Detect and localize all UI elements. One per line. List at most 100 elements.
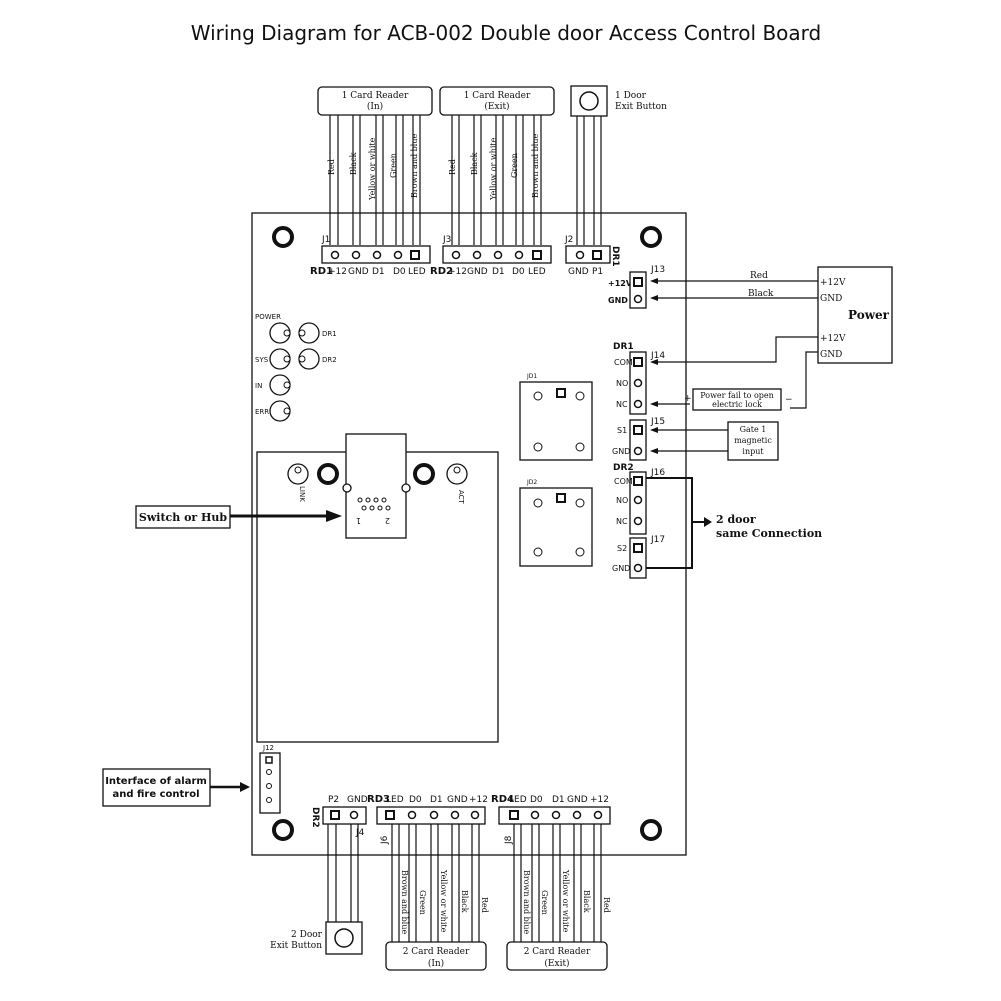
svg-text:DR1: DR1 (322, 330, 337, 338)
svg-text:GND: GND (612, 447, 630, 456)
svg-text:Gate 1: Gate 1 (740, 425, 767, 434)
connector-j4: P2 GND DR2 J4 (310, 795, 368, 838)
svg-text:Brown and blue: Brown and blue (400, 870, 409, 934)
svg-text:GND: GND (608, 296, 628, 305)
svg-text:J15: J15 (650, 417, 665, 427)
network-module: 1 2 LINK ACT (256, 433, 499, 743)
svg-text:Red: Red (448, 159, 457, 175)
svg-text:2 Card Reader: 2 Card Reader (524, 947, 591, 957)
svg-text:+12: +12 (448, 267, 467, 277)
svg-text:electric lock: electric lock (712, 400, 762, 409)
svg-text:J8: J8 (504, 835, 514, 845)
svg-text:NC: NC (616, 517, 628, 526)
svg-text:POWER: POWER (255, 313, 281, 321)
door-1-exit-button: 1 Door Exit Button (570, 85, 667, 117)
top-reader-wires (329, 115, 602, 245)
svg-text:RD4: RD4 (491, 794, 514, 805)
connector-j2: J2 DR1 GND P1 (564, 235, 620, 277)
svg-text:DR2: DR2 (310, 807, 320, 828)
relay-jd1: JD1 (519, 373, 593, 461)
svg-text:Green: Green (418, 890, 427, 915)
svg-text:GND: GND (612, 564, 630, 573)
svg-text:LED: LED (509, 795, 527, 805)
svg-text:2 door: 2 door (716, 513, 756, 526)
page-title: Wiring Diagram for ACB-002 Double door A… (191, 21, 821, 45)
svg-text:RD2: RD2 (430, 266, 453, 277)
svg-text:Green: Green (510, 153, 519, 178)
svg-text:GND: GND (567, 795, 588, 805)
svg-text:Black: Black (349, 152, 358, 175)
svg-text:S2: S2 (617, 544, 627, 553)
svg-text:Red: Red (327, 159, 336, 175)
svg-text:SYS: SYS (255, 356, 269, 364)
svg-text:J14: J14 (650, 351, 665, 361)
svg-text:Yellow or white: Yellow or white (561, 869, 570, 933)
svg-text:Black: Black (748, 289, 774, 299)
alarm-fire-interface: Interface of alarm and fire control (102, 768, 250, 807)
svg-text:J1: J1 (321, 235, 330, 245)
svg-text:D0: D0 (512, 267, 525, 277)
svg-text:Exit Button: Exit Button (270, 941, 322, 951)
svg-text:J17: J17 (650, 535, 665, 545)
connector-j13: +12V GND J13 (608, 265, 665, 309)
svg-text:NC: NC (616, 400, 628, 409)
svg-text:ACT: ACT (457, 490, 465, 505)
svg-text:D1: D1 (430, 795, 443, 805)
svg-text:(In): (In) (428, 958, 444, 969)
connector-j3: J3 RD2 +12 GND D1 D0 LED (430, 235, 552, 277)
svg-text:+12: +12 (328, 267, 347, 277)
svg-text:DR1: DR1 (613, 342, 634, 352)
svg-text:Red: Red (750, 271, 768, 281)
svg-text:GND: GND (347, 795, 368, 805)
svg-text:GND: GND (820, 350, 842, 360)
svg-text:(Exit): (Exit) (484, 101, 509, 112)
svg-text:D0: D0 (393, 267, 406, 277)
svg-text:Green: Green (389, 153, 398, 178)
svg-text:Exit Button: Exit Button (615, 102, 667, 112)
svg-text:S1: S1 (617, 426, 627, 435)
connector-j15: S1 GND J15 (612, 417, 665, 461)
svg-text:(Exit): (Exit) (544, 958, 569, 969)
svg-text:2 Door: 2 Door (291, 930, 323, 940)
svg-text:and fire control: and fire control (112, 789, 199, 800)
svg-text:+12: +12 (590, 795, 609, 805)
svg-text:(In): (In) (367, 101, 383, 112)
svg-text:Interface of alarm: Interface of alarm (105, 776, 207, 787)
bottom-wires (327, 824, 602, 942)
svg-text:1 Card Reader: 1 Card Reader (464, 91, 531, 101)
power-fail-note: + Power fail to open electric lock − (650, 388, 793, 411)
connector-j8: RD4 LED D0 D1 GND +12 J8 (491, 794, 611, 845)
svg-text:same Connection: same Connection (716, 527, 822, 540)
connector-j17: S2 GND J17 (612, 535, 665, 579)
svg-text:J4: J4 (355, 828, 365, 838)
svg-text:+12V: +12V (820, 278, 846, 288)
door-2-exit-button: 2 Door Exit Button (270, 921, 363, 955)
connector-j1: J1 RD1 +12 GND D1 D0 LED (310, 235, 431, 277)
power-wires: Red Black (650, 271, 818, 409)
connector-j14: DR1 COM NO NC J14 (613, 342, 665, 415)
card-reader-1-exit: 1 Card Reader (Exit) (439, 86, 555, 116)
svg-text:COM: COM (614, 477, 633, 486)
svg-text:IN: IN (255, 382, 262, 390)
svg-text:D1: D1 (492, 267, 505, 277)
svg-text:J16: J16 (650, 468, 665, 478)
svg-text:J6: J6 (380, 835, 390, 845)
relay-jd2: JD2 (519, 479, 593, 567)
svg-text:LED: LED (408, 267, 426, 277)
svg-text:J2: J2 (564, 235, 573, 245)
svg-text:+12V: +12V (608, 279, 633, 288)
card-reader-2-in: 2 Card Reader (In) (385, 941, 487, 971)
svg-text:COM: COM (614, 358, 633, 367)
svg-text:D1: D1 (552, 795, 565, 805)
svg-text:GND: GND (820, 294, 842, 304)
card-reader-1-in: 1 Card Reader (In) (317, 86, 433, 116)
svg-text:NO: NO (616, 379, 628, 388)
svg-text:input: input (742, 447, 764, 456)
svg-text:RD3: RD3 (367, 794, 390, 805)
connector-j16: DR2 COM NO NC J16 (613, 463, 665, 535)
svg-text:2: 2 (385, 516, 390, 525)
svg-text:Red: Red (602, 897, 611, 913)
svg-text:1 Door: 1 Door (615, 91, 647, 101)
svg-text:Brown and blue: Brown and blue (410, 134, 419, 198)
